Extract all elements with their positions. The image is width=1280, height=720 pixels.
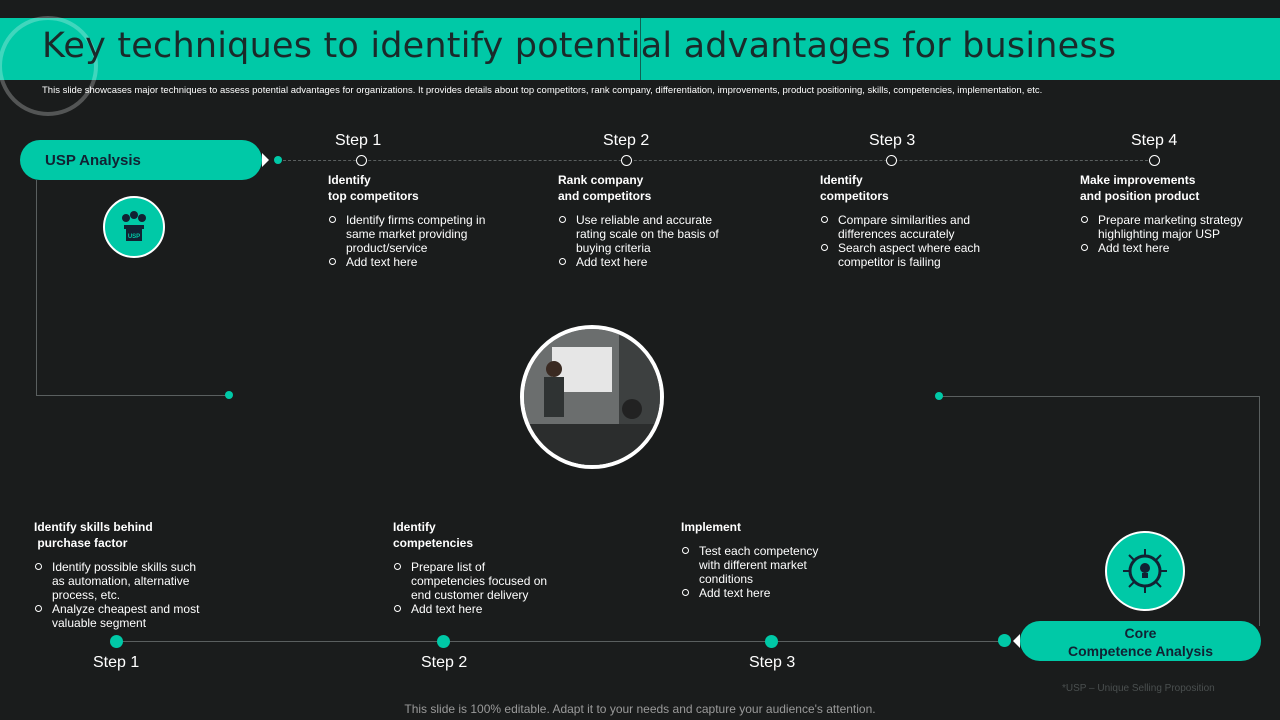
top-step-2-title: and competitors bbox=[558, 189, 652, 203]
core-line1: Core bbox=[1124, 625, 1157, 641]
bottom-step-1-block: Identify skills behind purchase factor I… bbox=[34, 519, 209, 630]
bottom-step-3-label: Step 3 bbox=[749, 654, 796, 671]
list-item: Add text here bbox=[328, 255, 498, 269]
list-item: Identify possible skills such as automat… bbox=[34, 560, 209, 602]
bottom-timeline bbox=[116, 641, 1006, 642]
bottom-step-2-block: Identify competencies Prepare list of com… bbox=[393, 519, 558, 616]
list-item: Prepare list of competencies focused on … bbox=[393, 560, 558, 602]
decorative-ring bbox=[0, 16, 98, 116]
top-step-4-label: Step 4 bbox=[1131, 132, 1178, 149]
step-marker bbox=[886, 155, 897, 166]
list-item: Analyze cheapest and most valuable segme… bbox=[34, 602, 209, 630]
top-step-3-label: Step 3 bbox=[869, 132, 916, 149]
usp-box-icon: USP bbox=[103, 196, 165, 258]
list-item: Test each competency with different mark… bbox=[681, 544, 841, 586]
svg-text:USP: USP bbox=[128, 234, 140, 240]
timeline-dot bbox=[225, 391, 233, 399]
step-marker bbox=[1149, 155, 1160, 166]
list-item: Add text here bbox=[1080, 241, 1260, 255]
bottom-step-3-title: Implement bbox=[681, 520, 742, 534]
list-item: Compare similarities and differences acc… bbox=[820, 213, 990, 241]
page-title: Key techniques to identify potential adv… bbox=[42, 26, 1117, 66]
bottom-step-1-title: purchase factor bbox=[34, 536, 128, 550]
bottom-step-2-label: Step 2 bbox=[421, 654, 468, 671]
core-connector-vertical bbox=[1259, 396, 1260, 626]
usp-footnote: *USP – Unique Selling Proposition bbox=[1062, 683, 1215, 694]
core-competence-pill: Core Competence Analysis bbox=[1013, 621, 1261, 661]
usp-connector-horizontal bbox=[36, 395, 230, 396]
timeline-dot bbox=[274, 156, 282, 164]
bottom-step-1-title: Identify skills behind bbox=[34, 520, 153, 534]
list-item: Add text here bbox=[681, 586, 841, 600]
usp-analysis-pill: USP Analysis bbox=[20, 140, 269, 180]
top-step-1-title: top competitors bbox=[328, 189, 419, 203]
list-item: Prepare marketing strategy highlighting … bbox=[1080, 213, 1260, 241]
core-line2: Competence Analysis bbox=[1068, 643, 1213, 659]
footer-text: This slide is 100% editable. Adapt it to… bbox=[404, 702, 876, 716]
step-marker bbox=[621, 155, 632, 166]
bottom-step-2-title: Identify bbox=[393, 520, 436, 534]
list-item: Add text here bbox=[393, 602, 558, 616]
core-connector-horizontal bbox=[940, 396, 1260, 397]
top-step-1-label: Step 1 bbox=[335, 132, 382, 149]
top-step-4-title: Make improvements bbox=[1080, 173, 1196, 187]
list-item: Use reliable and accurate rating scale o… bbox=[558, 213, 728, 255]
core-connector-dot bbox=[998, 634, 1011, 647]
top-step-2-label: Step 2 bbox=[603, 132, 650, 149]
bottom-step-1-label: Step 1 bbox=[93, 654, 140, 671]
list-item: Search aspect where each competitor is f… bbox=[820, 241, 990, 269]
header-divider bbox=[640, 18, 641, 94]
bottom-step-1-dot bbox=[110, 635, 123, 648]
list-item: Identify firms competing in same market … bbox=[328, 213, 498, 255]
top-step-2-title: Rank company bbox=[558, 173, 644, 187]
list-item: Add text here bbox=[558, 255, 728, 269]
top-timeline bbox=[278, 160, 1158, 161]
top-step-3-title: competitors bbox=[820, 189, 889, 203]
top-step-3-block: Identify competitors Compare similarities… bbox=[820, 172, 990, 269]
top-step-4-title: and position product bbox=[1080, 189, 1200, 203]
step-marker bbox=[356, 155, 367, 166]
gear-bulb-icon bbox=[1105, 531, 1185, 611]
top-step-3-title: Identify bbox=[820, 173, 863, 187]
top-step-4-block: Make improvements and position product Pr… bbox=[1080, 172, 1260, 255]
header-band bbox=[0, 16, 1280, 116]
top-step-2-block: Rank company and competitors Use reliable… bbox=[558, 172, 728, 269]
usp-connector-vertical bbox=[36, 180, 37, 396]
bottom-step-3-block: Implement Test each competency with diff… bbox=[681, 519, 841, 600]
bottom-step-3-dot bbox=[765, 635, 778, 648]
timeline-dot bbox=[935, 392, 943, 400]
top-step-1-title: Identify bbox=[328, 173, 371, 187]
bottom-step-2-title: competencies bbox=[393, 536, 474, 550]
page-subtitle: This slide showcases major techniques to… bbox=[42, 85, 1043, 96]
bottom-step-2-dot bbox=[437, 635, 450, 648]
team-meeting-photo bbox=[520, 325, 664, 469]
top-step-1-block: Identify top competitors Identify firms c… bbox=[328, 172, 498, 269]
